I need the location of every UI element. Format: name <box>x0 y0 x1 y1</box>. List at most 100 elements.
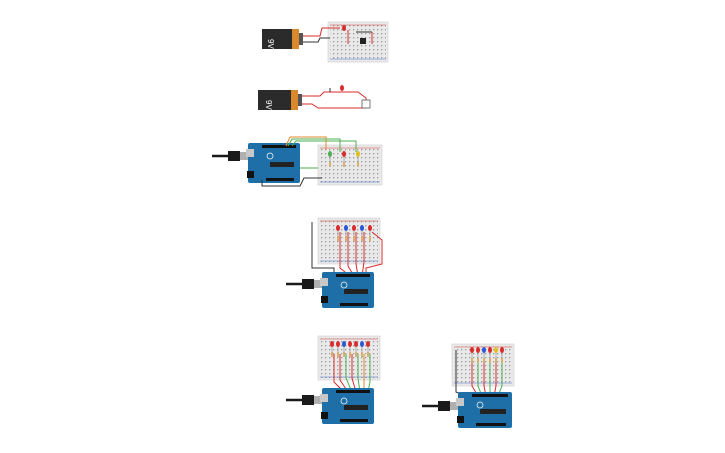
led[interactable] <box>340 85 344 91</box>
components-2 <box>361 99 371 109</box>
resistor <box>361 352 363 357</box>
circuit-4[interactable] <box>286 217 383 308</box>
led[interactable] <box>368 225 372 231</box>
resistor <box>501 358 503 363</box>
wire[interactable] <box>303 27 340 37</box>
usb-cable-4 <box>286 279 324 289</box>
led[interactable] <box>488 347 492 353</box>
resistor <box>329 162 331 167</box>
wire[interactable] <box>361 232 365 277</box>
arduino-logo-icon <box>340 281 348 289</box>
analog-header <box>340 303 368 306</box>
resistor <box>367 352 369 357</box>
microcontroller-chip <box>270 162 294 167</box>
leds-1 <box>342 25 346 31</box>
battery-terminal <box>299 33 303 45</box>
arduino-5[interactable] <box>320 388 374 424</box>
wire[interactable] <box>302 91 367 109</box>
led[interactable] <box>470 347 474 353</box>
led[interactable] <box>336 341 340 347</box>
led[interactable] <box>360 225 364 231</box>
led[interactable] <box>500 347 504 353</box>
components-1 <box>360 38 366 44</box>
wires-4 <box>311 222 383 277</box>
usb-cable-5 <box>286 395 324 405</box>
wire[interactable] <box>287 138 341 152</box>
analog-header <box>266 178 294 181</box>
circuit-3[interactable] <box>212 136 383 187</box>
led[interactable] <box>330 341 334 347</box>
analog-header <box>476 423 506 426</box>
digital-header <box>336 274 370 277</box>
breadboard-3[interactable] <box>317 144 383 186</box>
led[interactable] <box>342 341 346 347</box>
wire[interactable] <box>345 354 353 393</box>
battery-terminal <box>298 94 302 106</box>
led[interactable] <box>354 341 358 347</box>
breadboard-1[interactable] <box>327 21 389 63</box>
circuit-5[interactable] <box>286 335 381 424</box>
resistor <box>331 352 333 357</box>
usb-cable-3 <box>212 151 250 161</box>
battery-body <box>262 29 292 49</box>
resistor <box>353 236 355 241</box>
battery-1[interactable]: 9V <box>262 29 303 49</box>
push-button[interactable] <box>361 99 371 109</box>
wire[interactable] <box>365 231 383 276</box>
circuit-1[interactable]: 9V <box>262 21 389 63</box>
led[interactable] <box>348 341 352 347</box>
battery-label: 9V <box>266 39 275 49</box>
leds-2 <box>340 85 344 91</box>
led[interactable] <box>342 25 346 31</box>
leds-6 <box>470 347 504 363</box>
arduino-4[interactable] <box>320 272 374 308</box>
digital-header <box>472 394 508 397</box>
resistor <box>343 352 345 357</box>
circuit-6[interactable] <box>422 343 515 428</box>
led[interactable] <box>482 347 486 353</box>
power-jack <box>321 412 328 419</box>
resistor <box>337 352 339 357</box>
usb-port <box>320 278 328 286</box>
wire[interactable] <box>261 177 322 187</box>
led[interactable] <box>342 151 346 157</box>
led[interactable] <box>356 151 360 157</box>
arduino-logo-icon <box>266 152 274 160</box>
led[interactable] <box>336 225 340 231</box>
arduino-3[interactable] <box>246 143 300 183</box>
leds-3 <box>328 151 360 167</box>
battery-body <box>258 90 291 110</box>
led[interactable] <box>328 151 332 157</box>
leds-5 <box>330 341 370 357</box>
usb-port <box>320 394 328 402</box>
led[interactable] <box>360 341 364 347</box>
led[interactable] <box>352 225 356 231</box>
wire[interactable] <box>285 136 327 150</box>
led[interactable] <box>344 225 348 231</box>
microcontroller-chip <box>344 405 368 410</box>
transistor <box>360 38 366 44</box>
power-jack <box>321 296 328 303</box>
arduino-logo-icon <box>476 401 484 409</box>
resistor <box>471 358 473 363</box>
led[interactable] <box>366 341 370 347</box>
resistor <box>343 162 345 167</box>
analog-header <box>340 419 368 422</box>
led[interactable] <box>494 347 498 353</box>
digital-header <box>262 145 296 148</box>
wires-1 <box>303 27 373 44</box>
resistor <box>369 236 371 241</box>
arduino-6[interactable] <box>456 392 512 428</box>
battery-2[interactable]: 9V <box>258 90 302 110</box>
resistor <box>355 352 357 357</box>
wire[interactable] <box>303 37 330 43</box>
resistor <box>495 358 497 363</box>
breadboard-holes <box>330 24 386 60</box>
circuit-2[interactable]: 9V <box>258 85 371 110</box>
wire[interactable] <box>351 354 357 393</box>
led[interactable] <box>476 347 480 353</box>
digital-header <box>336 390 370 393</box>
wire[interactable] <box>357 354 361 393</box>
